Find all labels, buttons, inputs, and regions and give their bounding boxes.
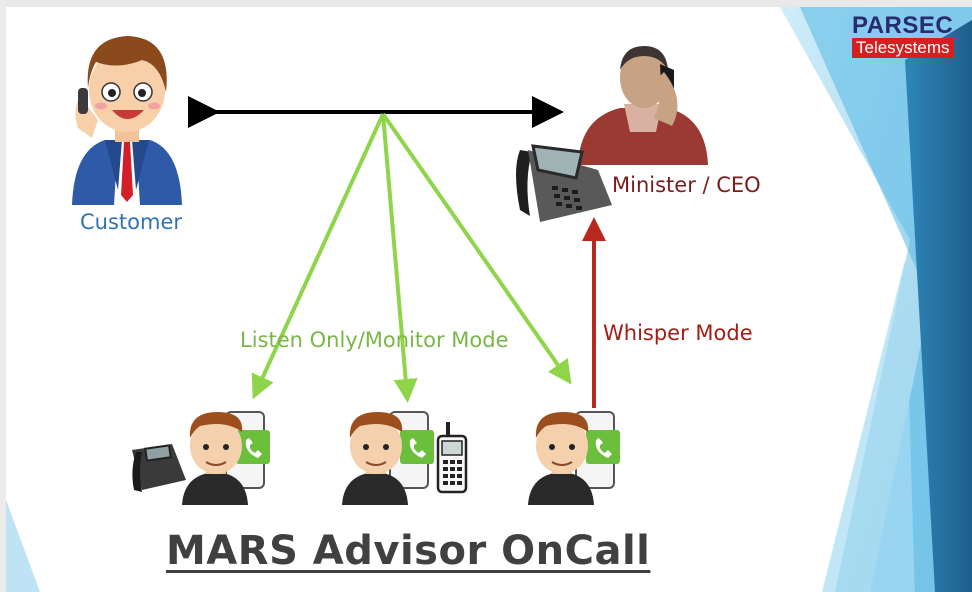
call-icon (586, 430, 620, 464)
background-decoration-right (780, 7, 972, 592)
listen-arrow-3 (381, 112, 572, 385)
advisor-icon-3 (528, 411, 620, 505)
call-icon (236, 430, 270, 464)
mobile-phone-icon (436, 422, 468, 494)
whisper-mode-label: Whisper Mode (603, 321, 753, 345)
desk-phone-icon (516, 144, 612, 222)
advisor-icon-2 (342, 411, 468, 505)
minister-icon (578, 46, 708, 165)
desk-phone-icon (132, 444, 186, 492)
listen-arrows (251, 112, 572, 403)
slide-title: MARS Advisor OnCall (166, 528, 651, 574)
listen-arrow-2 (381, 113, 418, 403)
customer-label: Customer (80, 210, 183, 234)
background-decoration-left (6, 500, 40, 592)
window-top-edge (0, 0, 972, 7)
window-left-edge (0, 0, 6, 592)
logo-brand-bottom: Telesystems (852, 38, 954, 58)
listen-mode-label: Listen Only/Monitor Mode (240, 328, 509, 352)
advisor-icon-1 (132, 411, 270, 505)
customer-icon (72, 36, 182, 205)
logo-brand-top: PARSEC (852, 12, 954, 39)
listen-arrow-1 (251, 113, 385, 400)
minister-label: Minister / CEO (612, 173, 761, 197)
call-icon (400, 430, 434, 464)
brand-logo: PARSEC Telesystems (852, 14, 964, 58)
